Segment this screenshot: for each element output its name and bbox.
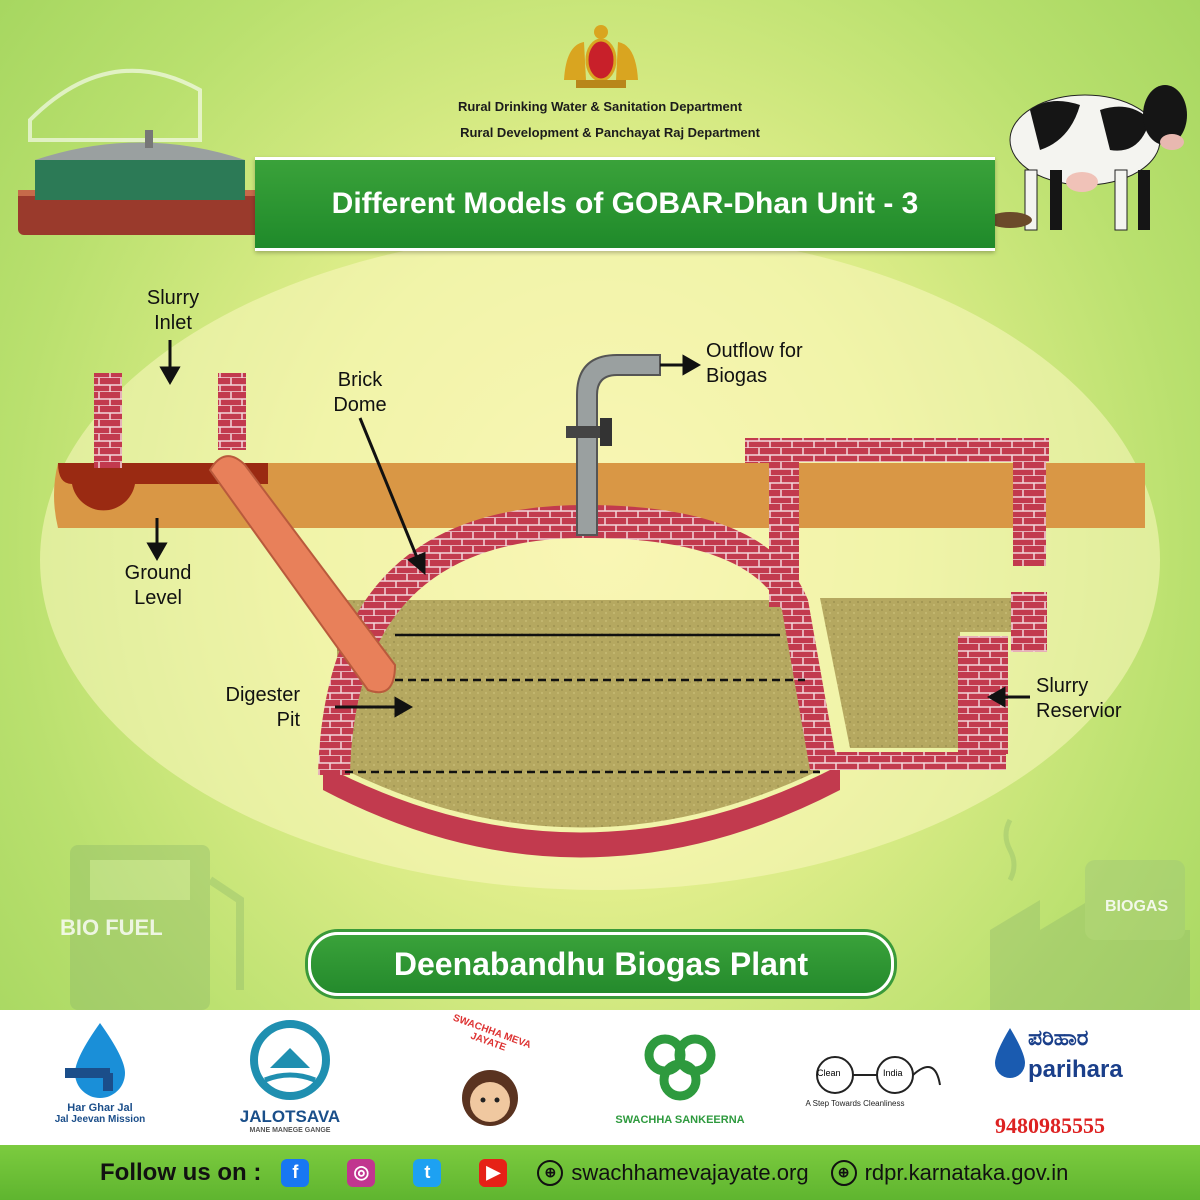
har-ghar-jal-logo: Har Ghar Jal Jal Jeevan Mission xyxy=(45,1018,155,1143)
title-banner: Different Models of GOBAR-Dhan Unit - 3 xyxy=(255,157,995,251)
globe-icon: ⊕ xyxy=(537,1159,564,1186)
biogas-watermark: BIOGAS xyxy=(1105,898,1169,915)
inlet-pillar-left xyxy=(94,373,122,468)
bio-fuel-watermark: BIO FUEL xyxy=(60,915,163,940)
digester-bottom xyxy=(323,765,840,858)
facebook-icon[interactable]: f xyxy=(281,1158,310,1187)
clean-india-logo: Clean India A Step Towards Cleanliness xyxy=(795,1055,945,1125)
swachha-sankeerna-logo: SWACHHA SANKEERNA xyxy=(610,1020,750,1145)
globe-icon: ⊕ xyxy=(830,1159,857,1186)
website-link-1[interactable]: swachhamevajayate.org xyxy=(571,1159,809,1185)
dept-line-1: Rural Drinking Water & Sanitation Depart… xyxy=(457,99,743,114)
follow-label: Follow us on : xyxy=(100,1158,262,1186)
website-link-2[interactable]: rdpr.karnataka.gov.in xyxy=(864,1159,1069,1185)
water-drop-tap-icon xyxy=(65,1023,125,1098)
parihara-logo: ಪರಿಹಾರ parihara 9480985555 xyxy=(990,1018,1140,1143)
jalotsava-logo: JALOTSAVA MANE MANEGE GANGE xyxy=(225,1018,355,1143)
fuel-pump-icon xyxy=(70,845,244,1010)
state-emblem-icon xyxy=(564,25,638,88)
plant-name: Deenabandhu Biogas Plant xyxy=(393,945,809,982)
house-water-icon xyxy=(250,1020,330,1100)
slurry-reservoir xyxy=(820,598,1012,748)
factory-icon xyxy=(990,818,1190,1010)
biogas-tank-illustration xyxy=(18,130,262,235)
spectacles-icon xyxy=(816,1056,941,1094)
youtube-icon[interactable]: ▶ xyxy=(479,1158,508,1187)
dept-line-2: Rural Development & Panchayat Raj Depart… xyxy=(460,125,760,140)
water-drop-icon xyxy=(995,1028,1025,1078)
digester-slurry xyxy=(337,600,820,770)
inlet-pipe xyxy=(208,455,397,694)
footer-bar: Follow us on : f ◎ t ▶ ⊕ swachhamevajaya… xyxy=(0,1145,1200,1200)
cow-illustration xyxy=(990,85,1187,231)
partner-logos-strip: Har Ghar Jal Jal Jeevan Mission JALOTSAV… xyxy=(0,1010,1200,1145)
ground-band xyxy=(54,463,1145,528)
inlet-pillar-right xyxy=(218,373,246,450)
page-title: Different Models of GOBAR-Dhan Unit - 3 xyxy=(331,187,919,220)
sankeerna-knot-icon xyxy=(644,1034,716,1101)
plant-name-pill: Deenabandhu Biogas Plant xyxy=(308,932,894,996)
instagram-icon[interactable]: ◎ xyxy=(347,1158,376,1187)
twitter-icon[interactable]: t xyxy=(413,1158,442,1187)
girl-mascot-icon xyxy=(462,1070,518,1126)
swachha-meva-jayate-logo: SWACHHA MEVA JAYATE xyxy=(440,1013,540,1143)
